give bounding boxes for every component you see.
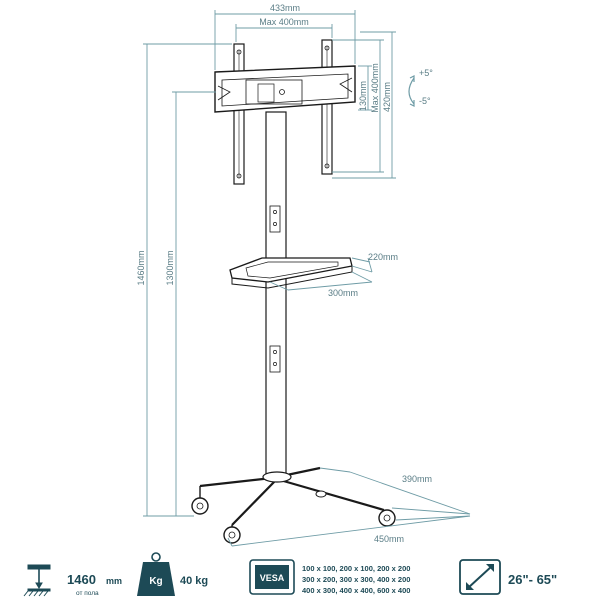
vesa-label: VESA	[260, 573, 285, 583]
vesa-sizes-row-2: 300 x 200, 300 x 300, 400 x 200	[302, 575, 410, 584]
caster-back	[315, 490, 327, 498]
vesa-sizes-row-1: 100 x 100, 200 x 100, 200 x 200	[302, 564, 410, 573]
vesa-rail-right	[321, 39, 333, 175]
weight-value: 40 kg	[180, 575, 208, 587]
floor-height-icon	[23, 564, 51, 597]
weight-icon-label: Kg	[149, 576, 162, 587]
screen-size-icon	[459, 559, 501, 595]
dim-433: 433mm	[270, 3, 300, 13]
tilt-down-label: -5°	[419, 96, 431, 106]
shelf	[229, 257, 353, 289]
dimension-lines	[143, 10, 471, 547]
dim-shelf-220: 220mm	[368, 252, 398, 262]
dim-130: 130mm	[358, 81, 368, 111]
dim-max-400: Max 400mm	[259, 17, 309, 27]
vesa-icon	[249, 559, 295, 595]
specs-bar: 1460 mm от пола Kg 40 kg VESA 100 x 100,…	[23, 552, 557, 597]
dim-base-450: 450mm	[374, 534, 404, 544]
caster-right	[378, 509, 396, 527]
caster-front	[223, 526, 241, 544]
dim-1460: 1460mm	[136, 250, 146, 285]
height-unit: mm	[106, 576, 122, 586]
dimension-labels: 433mm Max 400mm 130mm Max 400mm 420mm +5…	[136, 3, 433, 544]
height-value: 1460	[67, 572, 96, 587]
height-note: от пола	[76, 590, 99, 597]
base	[199, 466, 385, 532]
vesa-rail-left	[233, 43, 245, 185]
pole	[265, 111, 287, 481]
tv-stand-product	[191, 39, 396, 544]
dim-420: 420mm	[382, 82, 392, 112]
dim-max-400-vertical: Max 400mm	[370, 63, 380, 113]
mounting-frame	[214, 65, 356, 113]
screen-size-range: 26"- 65"	[508, 572, 557, 587]
vesa-sizes-row-3: 400 x 300, 400 x 400, 600 x 400	[302, 586, 410, 595]
dim-1300: 1300mm	[165, 250, 175, 285]
dim-shelf-300: 300mm	[328, 288, 358, 298]
tilt-up-label: +5°	[419, 68, 433, 78]
caster-left	[191, 497, 209, 515]
weight-icon	[137, 552, 175, 596]
dim-base-390: 390mm	[402, 474, 432, 484]
